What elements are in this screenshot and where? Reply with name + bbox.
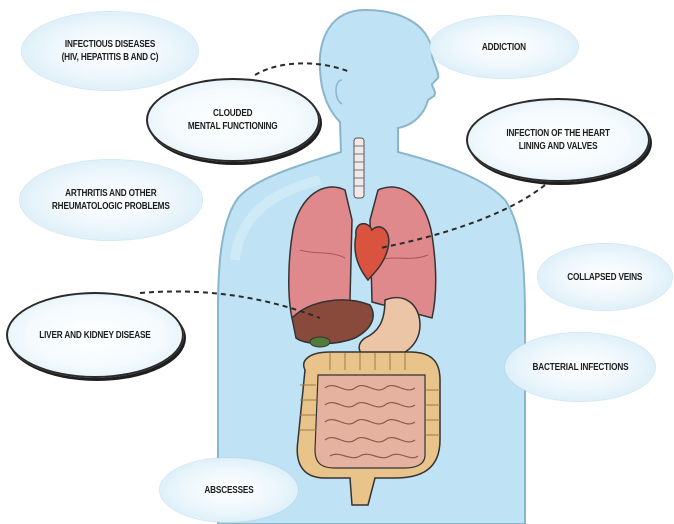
label-clouded-mental-functioning: CLOUDED MENTAL FUNCTIONING bbox=[188, 107, 278, 133]
label-addiction: ADDICTION bbox=[482, 41, 526, 54]
label-arthritis: ARTHRITIS AND OTHER RHEUMATOLOGIC PROBLE… bbox=[52, 187, 170, 213]
bubble-abscesses: ABSCESSES bbox=[160, 458, 298, 522]
label-abscesses: ABSCESSES bbox=[204, 484, 253, 497]
bubble-addiction: ADDICTION bbox=[430, 16, 578, 78]
bubble-heart-infection: INFECTION OF THE HEART LINING AND VALVES bbox=[466, 98, 650, 182]
gallbladder bbox=[310, 337, 330, 347]
bubble-arthritis: ARTHRITIS AND OTHER RHEUMATOLOGIC PROBLE… bbox=[20, 160, 202, 240]
bubble-clouded-mental-functioning: CLOUDED MENTAL FUNCTIONING bbox=[146, 78, 320, 162]
bubble-bacterial-infections: BACTERIAL INFECTIONS bbox=[505, 333, 655, 401]
label-collapsed-veins: COLLAPSED VEINS bbox=[567, 271, 642, 284]
bubble-collapsed-veins: COLLAPSED VEINS bbox=[538, 244, 672, 310]
label-liver-kidney-disease: LIVER AND KIDNEY DISEASE bbox=[39, 329, 150, 342]
trachea bbox=[354, 138, 364, 198]
bubble-liver-kidney-disease: LIVER AND KIDNEY DISEASE bbox=[6, 292, 184, 378]
label-bacterial-infections: BACTERIAL INFECTIONS bbox=[532, 361, 628, 374]
label-infectious-diseases: INFECTIOUS DISEASES (HIV, HEPATITIS B AN… bbox=[62, 38, 159, 64]
bubble-infectious-diseases: INFECTIOUS DISEASES (HIV, HEPATITIS B AN… bbox=[22, 12, 198, 90]
label-heart-infection: INFECTION OF THE HEART LINING AND VALVES bbox=[506, 127, 609, 153]
